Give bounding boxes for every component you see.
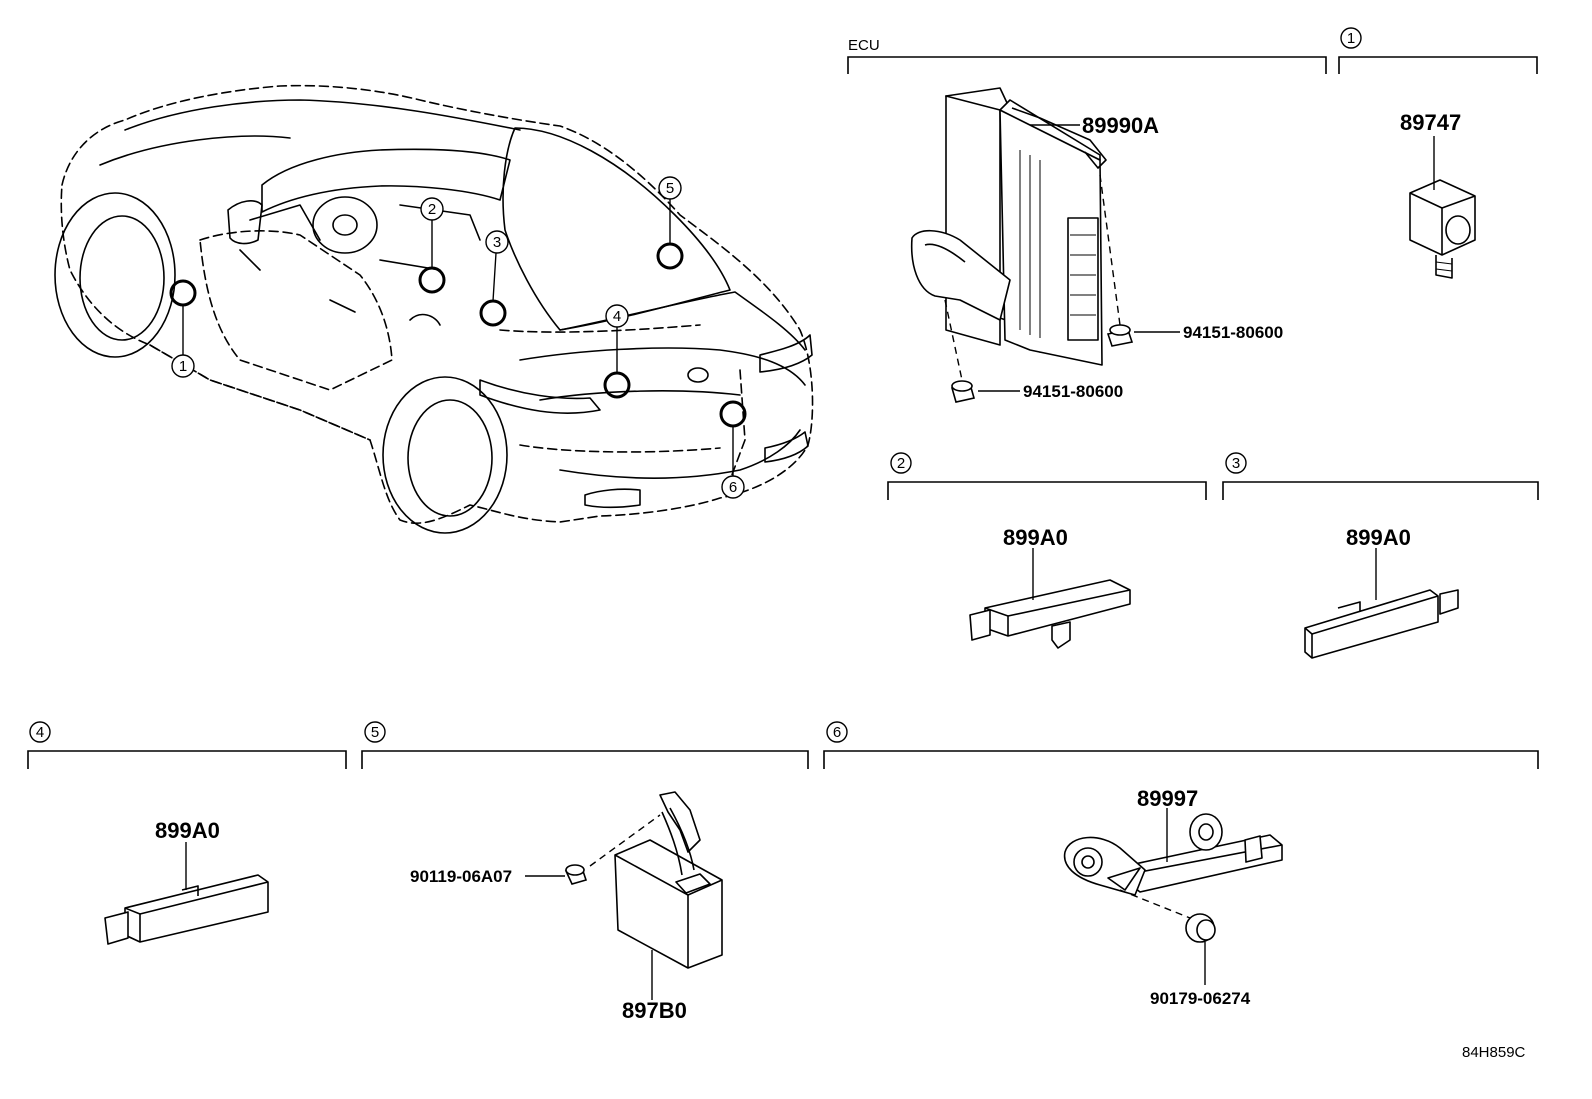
car-sensor-markers bbox=[169, 242, 747, 428]
car-callout-2: 2 bbox=[428, 201, 436, 218]
car-callout-6: 6 bbox=[729, 479, 737, 496]
diagram-code: 84H859C bbox=[1462, 1044, 1526, 1061]
section-label-4: 4 bbox=[36, 724, 44, 741]
sensor-899a0-sec2-drawing bbox=[969, 579, 1131, 649]
car-marker-1[interactable] bbox=[169, 279, 197, 307]
sensor-899a0-sec4-drawing bbox=[104, 874, 269, 945]
car-marker-6[interactable] bbox=[719, 400, 747, 428]
car-callout-numbers: 1 2 3 4 5 6 bbox=[179, 180, 737, 496]
sensor-89747-drawing bbox=[1409, 179, 1476, 279]
car-marker-3[interactable] bbox=[479, 299, 507, 327]
car-callout-4: 4 bbox=[613, 308, 621, 325]
part-label-ecu[interactable]: 89990A bbox=[1082, 113, 1159, 138]
car-callout-1: 1 bbox=[179, 358, 187, 375]
screw-90119-drawing bbox=[564, 864, 588, 885]
part-label-89747[interactable]: 89747 bbox=[1400, 110, 1461, 135]
ecu-bolts bbox=[950, 324, 1134, 403]
car-callout-leaders bbox=[182, 199, 734, 476]
section-label-3: 3 bbox=[1232, 455, 1240, 472]
part-label-899a0-sec3[interactable]: 899A0 bbox=[1346, 525, 1411, 550]
section-label-ecu: ECU bbox=[848, 37, 880, 54]
ecu-unit-drawing bbox=[910, 87, 1107, 366]
part-label-899a0-sec4[interactable]: 899A0 bbox=[155, 818, 220, 843]
section-headers: ECU 1 2 3 4 5 6 bbox=[29, 27, 1362, 743]
clip-90179-dashed bbox=[1119, 889, 1191, 919]
part-label-ecu-bolt-lower[interactable]: 94151-80600 bbox=[1023, 382, 1123, 401]
section-label-6: 6 bbox=[833, 724, 841, 741]
part-label-ecu-bolt-upper[interactable]: 94151-80600 bbox=[1183, 323, 1283, 342]
part-label-90119[interactable]: 90119-06A07 bbox=[410, 867, 512, 886]
ecu-dashed-guides bbox=[944, 174, 1121, 381]
section-brackets bbox=[27, 56, 1539, 769]
part-label-89997[interactable]: 89997 bbox=[1137, 786, 1198, 811]
screw-90119-dashed bbox=[589, 814, 661, 867]
part-label-897b0[interactable]: 897B0 bbox=[622, 998, 687, 1023]
ecu-leaders bbox=[978, 124, 1180, 392]
car-callout-3: 3 bbox=[493, 234, 501, 251]
clip-90179-drawing bbox=[1185, 913, 1216, 943]
section-label-5: 5 bbox=[371, 724, 379, 741]
car-illustration bbox=[54, 84, 814, 534]
car-marker-4[interactable] bbox=[603, 371, 631, 399]
sensor-899a0-sec3-drawing bbox=[1304, 589, 1459, 659]
section-label-1: 1 bbox=[1347, 30, 1355, 47]
section-label-2: 2 bbox=[897, 455, 905, 472]
car-marker-5[interactable] bbox=[656, 242, 684, 270]
part-label-899a0-sec2[interactable]: 899A0 bbox=[1003, 525, 1068, 550]
sensor-89997-drawing bbox=[1063, 813, 1283, 896]
car-callout-5: 5 bbox=[666, 180, 674, 197]
car-callout-bubbles bbox=[171, 176, 745, 499]
car-marker-2[interactable] bbox=[418, 266, 446, 294]
module-897b0-drawing bbox=[614, 791, 723, 969]
part-label-90179[interactable]: 90179-06274 bbox=[1150, 989, 1251, 1008]
